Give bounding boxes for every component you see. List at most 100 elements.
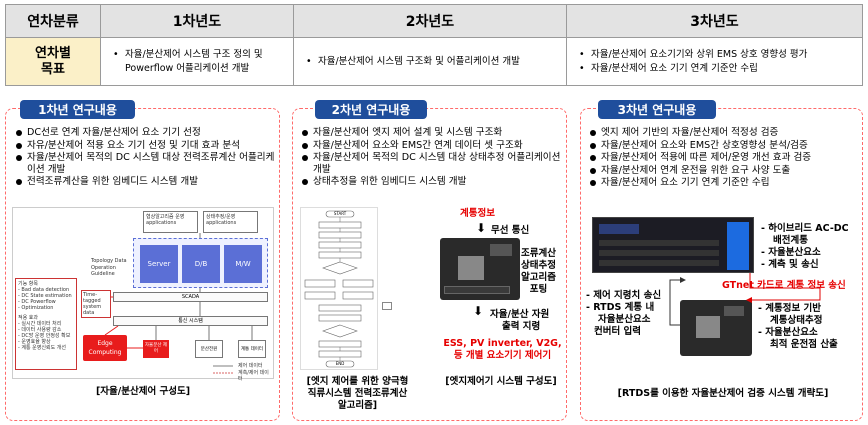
p3-right-labels: - 하이브리드 AC-DC 배전계통 - 자율분산요소 - 계측 및 송신: [761, 223, 849, 271]
panel-year2-title: 2차년 연구내용: [315, 100, 427, 119]
p2-algo-line: 조류계산: [521, 248, 556, 259]
p1-list-line: - DC Powerflow: [18, 299, 56, 305]
goal-year2-item: 자율/분산제어 시스템 구조화 및 어플리케이션 개발: [306, 55, 520, 69]
p1-list-line: - 실시간 데이터 처리: [18, 321, 62, 327]
p1-app-box-1: 협상알고리즘 운영 applications: [143, 211, 198, 233]
p1-bullet-1: DC선로 연계 자율/분산제어 요소 기기 선정: [14, 127, 276, 139]
p3-caption: [RTDS를 이용한 자율분산제어 검증 시스템 개략도]: [617, 388, 829, 399]
p2-algorithm-label: 조류계산 상태추정 알고리즘 포팅: [521, 248, 556, 296]
p3-left-line-1: - 제어 지령치 송신: [586, 290, 662, 301]
p2-resource-line: 자율/분산 자원: [490, 309, 550, 320]
goal-cell-year2: 자율/분산제어 시스템 구조화 및 어플리케이션 개발: [294, 38, 567, 85]
panel-year1: [5, 108, 280, 421]
panel-year3: [580, 108, 863, 421]
p3-rack-slot-3: [599, 260, 719, 266]
p3-arrows: [669, 273, 821, 326]
p2-resource-line: 출력 지령: [502, 321, 541, 332]
p2-devices-line: ESS, PV inverter, V2G,: [443, 338, 562, 349]
p2-flow-end: END: [335, 361, 345, 366]
p3-rtds-rack: [592, 217, 754, 273]
p2-caption-left-line: 직류시스템 전력조류계산: [307, 388, 408, 399]
row-label-goals: 연차별 목표: [6, 38, 101, 85]
p2-board-pins: [444, 286, 510, 294]
p1-server-box: Server: [140, 245, 178, 283]
p1-bullet-3: 자율/분산제어 목적의 DC 시스템 대상 전력조류계산 어플리케이션 개발: [14, 152, 276, 175]
panel-year2: [292, 108, 567, 421]
p2-flowchart-shapes: [304, 210, 374, 368]
p3-rack-slot-2: [599, 250, 719, 256]
p2-resource-label: 자율/분산 자원 출력 지령: [490, 309, 549, 333]
p1-unit-box-3: 계통 데이터: [238, 340, 266, 358]
panel-year3-bullets: 엣지 제어 기반의 자율/분산제어 적정성 검증 자율/분산제어 요소와 EMS…: [588, 127, 860, 190]
p3-bullet-5: 자율/분산제어 요소 기기 연계 기준안 수립: [588, 177, 860, 189]
p1-scada-bar: SCADA: [113, 292, 268, 302]
p2-algo-line: 포팅: [529, 284, 548, 295]
p1-architecture-diagram: 협상알고리즘 운영 applications 상태추정/운영 applicati…: [12, 207, 274, 382]
p1-legend-control: 제어 데이터: [238, 363, 263, 369]
goal-year3-item-2: 자율/분산제어 요소 기기 연계 기준안 수립: [579, 62, 807, 76]
p1-list-line: - 계통 운영신뢰도 개선: [18, 345, 66, 351]
p2-algo-line: 알고리즘: [521, 272, 556, 283]
p1-bullet-2: 자유/분산제어 적용 요소 기기 선정 및 기대 효과 분석: [14, 140, 276, 152]
p2-arrow-down-icon: ⬇: [476, 221, 487, 235]
p2-flow-side-box: [382, 302, 392, 310]
p1-topology-label: Topology Data: [91, 258, 127, 264]
p2-flowchart: START END: [300, 207, 378, 370]
p2-arrow-down-icon-2: ⬇: [473, 304, 484, 318]
goals-table: 연차분류 1차년도 2차년도 3차년도 연차별 목표 자율/분산제어 시스템 구…: [5, 4, 863, 86]
p3-right2-line-3: - 자율분산요소: [758, 327, 818, 338]
p1-list-line: - 운영효율 향상: [18, 339, 51, 345]
p3-rack-logo: [599, 224, 639, 234]
p1-app-box-2: 상태추정/운영 applications: [203, 211, 258, 233]
panel-year3-title: 3차년 연구내용: [598, 100, 716, 119]
p2-devices-line: 등 개별 요소기기 제어기: [453, 350, 552, 361]
p3-rack-panel: [727, 222, 749, 270]
p1-list-line: 적용 효과: [18, 315, 38, 321]
p2-flow-start: START: [333, 211, 347, 216]
goal-year3-item-1: 자율/분산제어 요소기기와 상위 EMS 상호 영향성 평가: [579, 48, 807, 62]
p3-bullet-1: 엣지 제어 기반의 자율/분산제어 적정성 검증: [588, 127, 860, 139]
p3-board-connector: [724, 306, 744, 316]
p1-list-line: - Bad data detection: [18, 287, 70, 293]
p1-db-box: D/B: [182, 245, 220, 283]
p2-algo-line: 상태추정: [521, 260, 556, 271]
header-year1: 1차년도: [101, 5, 294, 38]
p1-operation-label: Operation Guideline: [91, 265, 116, 277]
p3-rack-slot-1: [599, 240, 719, 246]
p2-board-connector: [490, 244, 512, 256]
header-year3: 3차년도: [567, 5, 862, 38]
p3-right2-line-2: 계통상태추정: [770, 315, 823, 326]
p2-grid-info-label: 계통정보: [460, 208, 495, 219]
p1-diagram-connectors: [104, 233, 253, 374]
p2-caption-left-line: 알고리즘]: [337, 400, 378, 411]
p1-time-tagged-label: Time-tagged system data: [81, 290, 111, 318]
p2-board-chip: [458, 256, 484, 280]
p1-caption: [자율/분산제어 구성도]: [95, 386, 191, 397]
p1-edge-computing-box: Edge Computing: [83, 335, 127, 361]
row-label-line2: 목표: [41, 61, 65, 77]
p1-list-line: - DC State estimation: [18, 293, 72, 299]
p1-function-list: 기능 항목 - Bad data detection - DC State es…: [15, 278, 77, 370]
p3-bullet-4: 자율/분산제어 연계 운전을 위한 요구 사양 도출: [588, 165, 860, 177]
goal-cell-year3: 자율/분산제어 요소기기와 상위 EMS 상호 영향성 평가 자율/분산제어 요…: [567, 38, 862, 85]
p2-caption-left-line: [엣지 제어를 위한 양극형: [306, 376, 409, 387]
p3-left-labels: - 제어 지령치 송신 - RTDS 계통 내 자율분산요소 컨버터 입력: [586, 290, 661, 338]
p1-unit-box-1: 자율분산 제어: [143, 340, 169, 358]
p3-right2-line-4: 최적 운전점 산출: [770, 339, 838, 350]
p1-mw-box: M/W: [224, 245, 262, 283]
p3-right-line-3: - 자율분산요소: [761, 247, 821, 258]
p2-bullet-2: 자율/분산제어 요소와 EMS간 연계 데이터 셋 구조화: [300, 140, 565, 152]
p2-bullet-1: 자율/분산제어 엣지 제어 설계 및 시스템 구조화: [300, 127, 565, 139]
p2-controller-board: [440, 238, 520, 300]
p3-right-line-1: - 하이브리드 AC-DC: [761, 223, 849, 234]
p1-legend-measure: 계측/제어 데이터: [238, 370, 269, 382]
p3-left-line-3: 자율분산요소: [598, 314, 651, 325]
p3-bullet-3: 자율/분산제어 적용에 따른 제어/운영 개선 효과 검증: [588, 152, 860, 164]
p2-wireless-label: 무선 통신: [491, 225, 530, 236]
p3-right2-line-1: - 계통정보 기반: [758, 303, 822, 314]
p2-bullet-4: 상태추정을 위한 임베디드 시스템 개발: [300, 176, 565, 188]
p1-list-line: - 데이터 사용량 감소: [18, 327, 62, 333]
panel-year1-bullets: DC선로 연계 자율/분산제어 요소 기기 선정 자유/분산제어 적용 요소 기…: [14, 127, 276, 189]
